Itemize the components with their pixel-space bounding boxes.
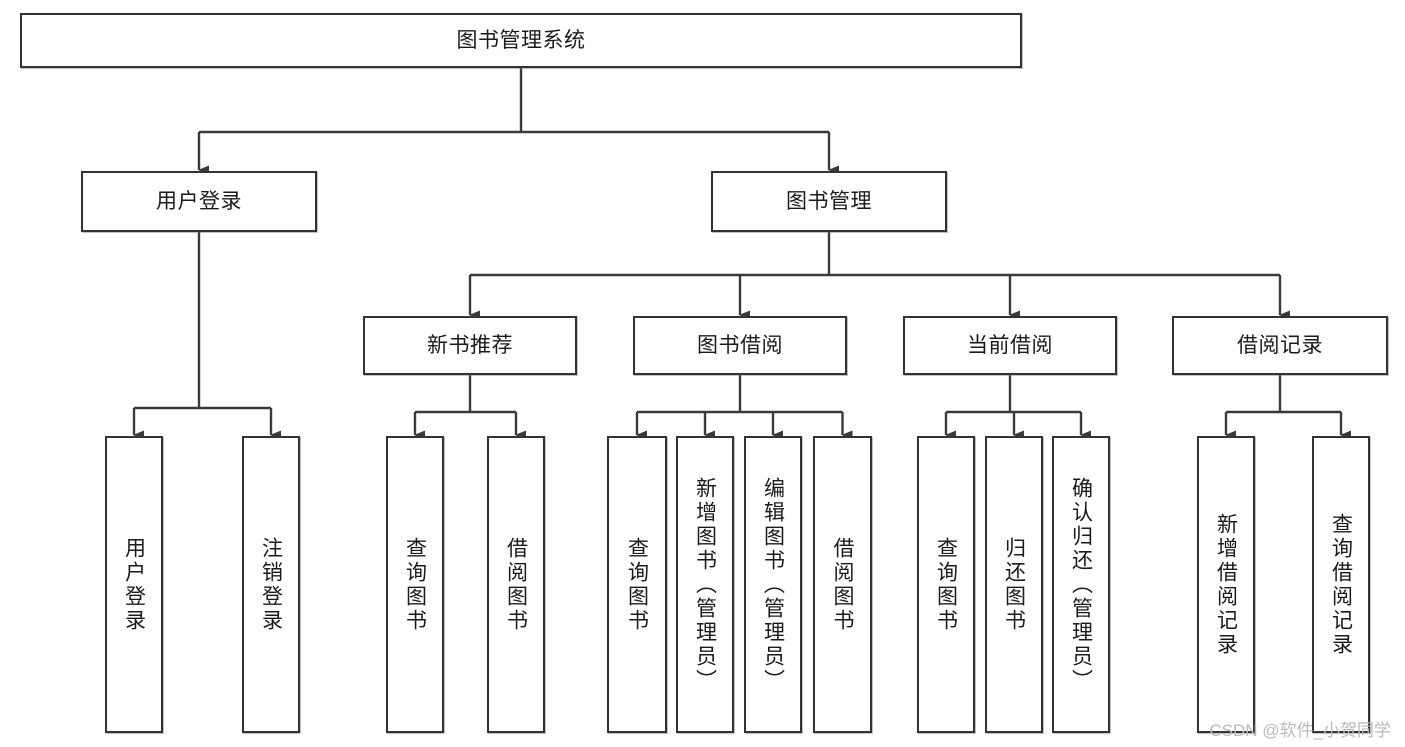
node-book-borrow-label: 图书借阅	[697, 333, 783, 357]
node-root-label: 图书管理系统	[456, 28, 586, 52]
leaf-add-book-label: 新增图书（管理员）	[693, 476, 717, 693]
leaf-borrow-book-1-label: 借阅图书	[504, 536, 528, 633]
leaf-return-book-label: 归还图书	[1002, 536, 1026, 633]
leaf-edit-book[interactable]: 编辑图书（管理员）	[744, 436, 802, 733]
leaf-add-record-label: 新增借阅记录	[1214, 512, 1238, 657]
node-root[interactable]: 图书管理系统	[20, 13, 1022, 68]
leaf-return-book[interactable]: 归还图书	[985, 436, 1043, 733]
node-book-borrow[interactable]: 图书借阅	[633, 316, 847, 375]
node-user-login[interactable]: 用户登录	[81, 171, 317, 232]
leaf-query-book-3-label: 查询图书	[934, 536, 958, 633]
node-current-borrow-label: 当前借阅	[967, 333, 1053, 357]
leaf-borrow-book-2[interactable]: 借阅图书	[813, 436, 872, 733]
leaf-borrow-book-1[interactable]: 借阅图书	[487, 436, 545, 733]
leaf-query-book-2-label: 查询图书	[625, 536, 649, 633]
node-borrow-record[interactable]: 借阅记录	[1172, 316, 1388, 375]
leaf-confirm-return-label: 确认归还（管理员）	[1069, 476, 1093, 693]
node-borrow-record-label: 借阅记录	[1237, 333, 1323, 357]
node-user-login-label: 用户登录	[156, 189, 242, 213]
leaf-add-book[interactable]: 新增图书（管理员）	[676, 436, 734, 733]
node-new-book-recommend[interactable]: 新书推荐	[363, 316, 577, 375]
node-book-manage[interactable]: 图书管理	[711, 171, 947, 232]
leaf-borrow-book-2-label: 借阅图书	[831, 536, 854, 633]
leaf-logout[interactable]: 注销登录	[242, 436, 300, 733]
leaf-confirm-return[interactable]: 确认归还（管理员）	[1052, 436, 1110, 733]
leaf-query-book-3[interactable]: 查询图书	[917, 436, 975, 733]
leaf-add-record[interactable]: 新增借阅记录	[1197, 436, 1255, 733]
leaf-query-book-1[interactable]: 查询图书	[386, 436, 444, 733]
node-book-manage-label: 图书管理	[786, 189, 872, 213]
leaf-user-login[interactable]: 用户登录	[105, 436, 163, 733]
leaf-edit-book-label: 编辑图书（管理员）	[761, 476, 785, 693]
leaf-user-login-label: 用户登录	[122, 536, 146, 633]
node-new-book-recommend-label: 新书推荐	[427, 333, 513, 357]
leaf-query-book-2[interactable]: 查询图书	[607, 436, 667, 733]
leaf-logout-label: 注销登录	[259, 536, 283, 633]
leaf-query-record[interactable]: 查询借阅记录	[1312, 436, 1370, 733]
leaf-query-book-1-label: 查询图书	[403, 536, 427, 633]
node-current-borrow[interactable]: 当前借阅	[903, 316, 1117, 375]
connector-lines	[132, 68, 1351, 440]
leaf-query-record-label: 查询借阅记录	[1329, 512, 1353, 657]
